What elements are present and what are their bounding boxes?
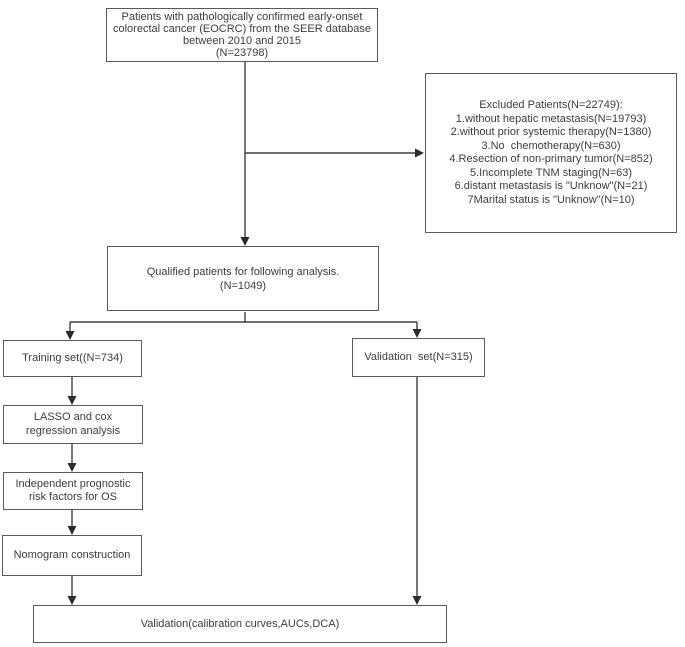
arrowhead-into-nomogram [67,526,77,535]
node-cohort-line-1: Patients with pathologically confirmed e… [121,11,363,23]
arrowhead-validation-into-final [412,596,422,605]
node-cohort-line-2: colorectal cancer (EOCRC) from the SEER … [113,23,371,35]
node-cohort-line-3: between 2010 and 2015 [182,35,302,47]
arrowhead-into-lasso [67,396,77,405]
arrowhead-into-validation [412,329,422,338]
arrowhead-nomogram-into-final [67,596,77,605]
node-validation-set: Validation set(N=315) [352,338,485,377]
node-excluded-item-5: 5.Incomplete TNM staging(N=63) [469,166,633,179]
node-excluded-item-1: 1.without hepatic metastasis(N=19793) [455,112,647,125]
node-excluded-header: Excluded Patients(N=22749): [479,99,623,111]
node-validation-set-label: Validation set(N=315) [364,351,473,363]
node-lasso-cox-line-1: LASSO and cox [33,411,113,423]
node-lasso-cox-line-2: regression analysis [25,424,121,437]
node-training-set: Training set((N=734) [3,340,142,377]
node-prognostic-factors: Independent prognostic risk factors for … [3,472,143,510]
node-training-set-label: Training set((N=734) [22,352,123,364]
arrowhead-into-excluded [415,148,424,158]
arrowhead-into-prognostic [67,463,77,472]
node-qualified-line-2: (N=1049) [219,279,267,292]
arrowhead-into-qualified [240,237,250,246]
node-prognostic-factors-line-2: risk factors for OS [28,491,118,503]
node-cohort-line-4: (N=23798) [215,47,269,59]
node-excluded-item-2: 2.without prior systemic therapy(N=1380) [450,126,652,138]
node-cohort: Patients with pathologically confirmed e… [106,8,378,62]
node-prognostic-factors-line-1: Independent prognostic [15,477,131,490]
node-excluded-item-4: 4.Resection of non-primary tumor(N=852) [449,153,653,165]
node-final-validation-label: Validation(calibration curves,AUCs,DCA) [140,617,340,630]
node-excluded-item-7: 7Marital status is "Unknow"(N=10) [467,193,635,206]
node-excluded-item-6: 6.distant metastasis is "Unknow"(N=21) [454,180,648,192]
node-final-validation: Validation(calibration curves,AUCs,DCA) [33,605,447,643]
node-nomogram-label: Nomogram construction [13,549,131,561]
node-excluded: Excluded Patients(N=22749): 1.without he… [425,73,677,233]
node-qualified: Qualified patients for following analysi… [107,246,379,311]
node-nomogram: Nomogram construction [2,535,142,576]
node-lasso-cox: LASSO and cox regression analysis [3,405,143,444]
arrowhead-into-training [65,331,75,340]
node-qualified-line-1: Qualified patients for following analysi… [146,265,340,278]
node-excluded-item-3: 3.No chemotherapy(N=630) [481,139,621,152]
